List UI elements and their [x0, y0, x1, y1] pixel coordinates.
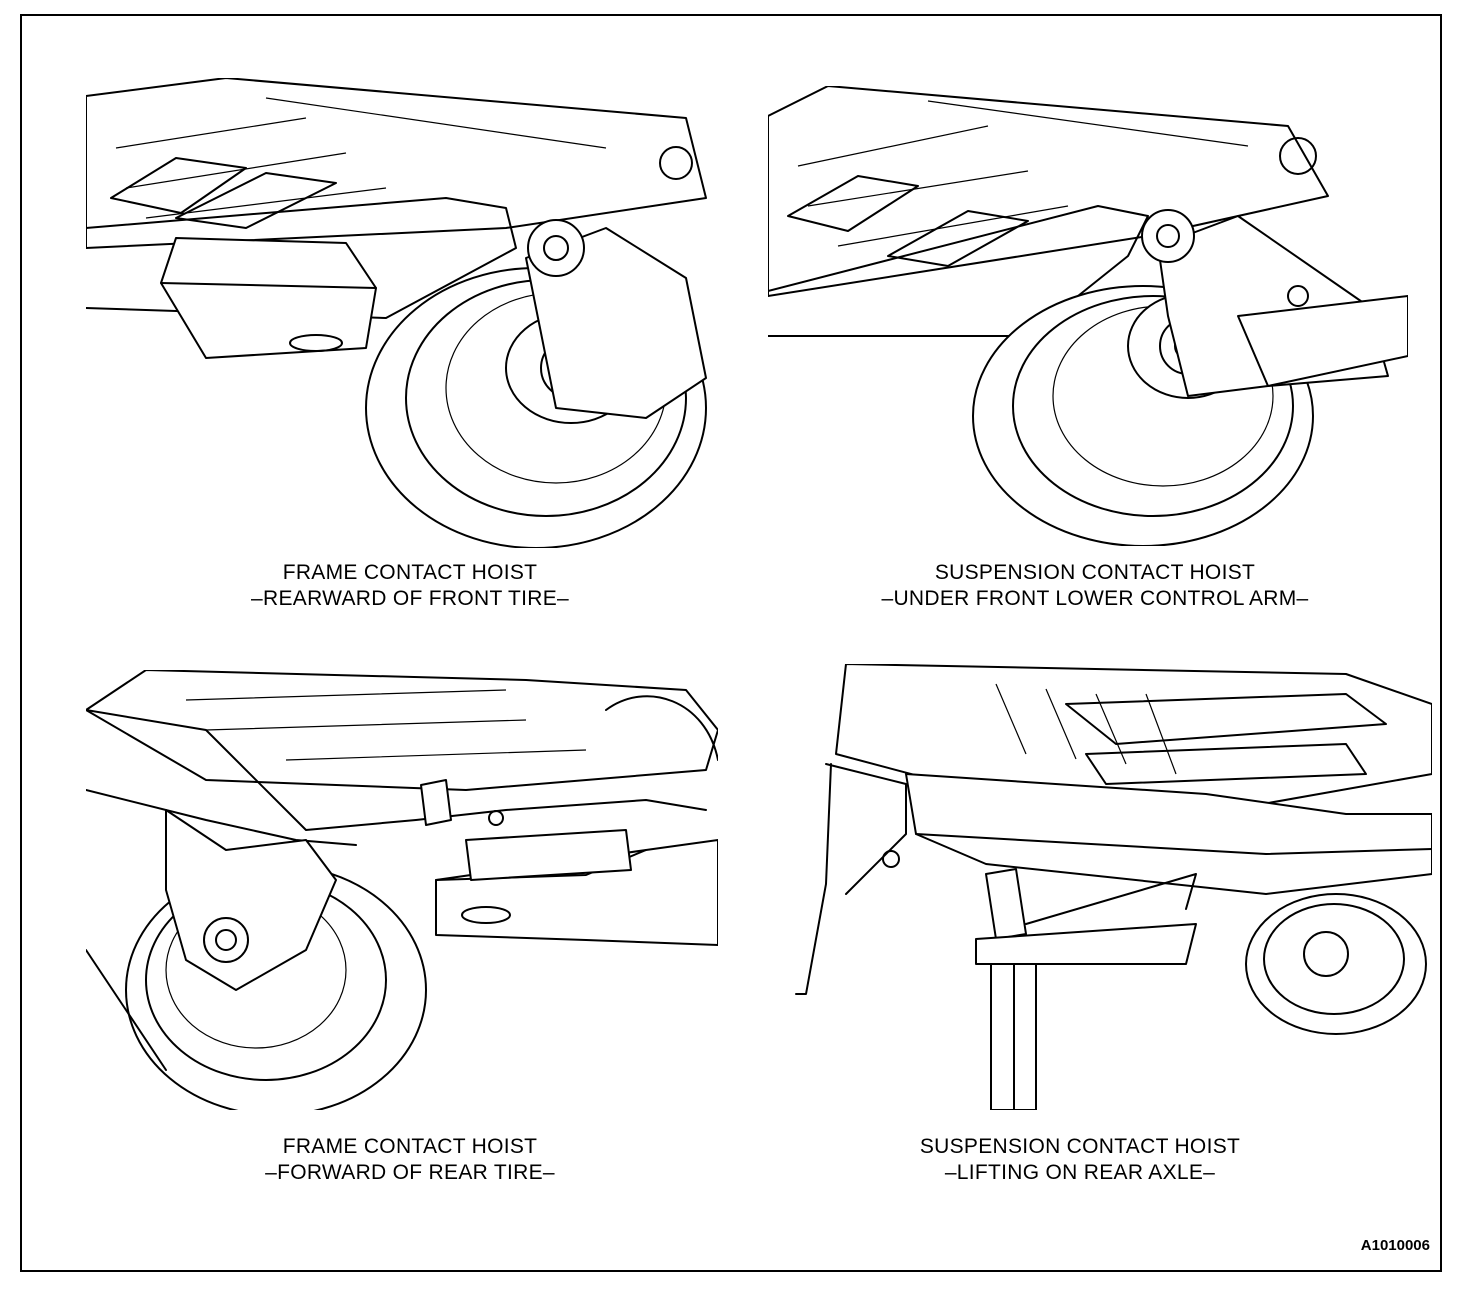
illustration-suspension-front	[768, 86, 1408, 546]
caption-frame-front: FRAME CONTACT HOIST –REARWARD OF FRONT T…	[160, 560, 660, 612]
caption-title: SUSPENSION CONTACT HOIST	[934, 561, 1256, 584]
caption-suspension-front: SUSPENSION CONTACT HOIST –UNDER FRONT LO…	[830, 560, 1360, 612]
figure-id: A1010006	[1360, 1237, 1430, 1254]
caption-subtitle: –REARWARD OF FRONT TIRE–	[251, 587, 569, 610]
illustration-frame-front	[86, 78, 716, 548]
caption-title: SUSPENSION CONTACT HOIST	[919, 1135, 1241, 1158]
caption-frame-rear: FRAME CONTACT HOIST –FORWARD OF REAR TIR…	[160, 1134, 660, 1186]
caption-subtitle: –UNDER FRONT LOWER CONTROL ARM–	[881, 587, 1309, 610]
caption-title: FRAME CONTACT HOIST	[282, 1135, 538, 1158]
figure-border	[20, 14, 1442, 1272]
caption-subtitle: –LIFTING ON REAR AXLE–	[944, 1161, 1216, 1184]
caption-suspension-rear: SUSPENSION CONTACT HOIST –LIFTING ON REA…	[830, 1134, 1330, 1186]
illustration-frame-rear	[86, 670, 718, 1110]
caption-title: FRAME CONTACT HOIST	[282, 561, 538, 584]
caption-subtitle: –FORWARD OF REAR TIRE–	[265, 1161, 555, 1184]
illustration-suspension-rear	[786, 664, 1432, 1110]
